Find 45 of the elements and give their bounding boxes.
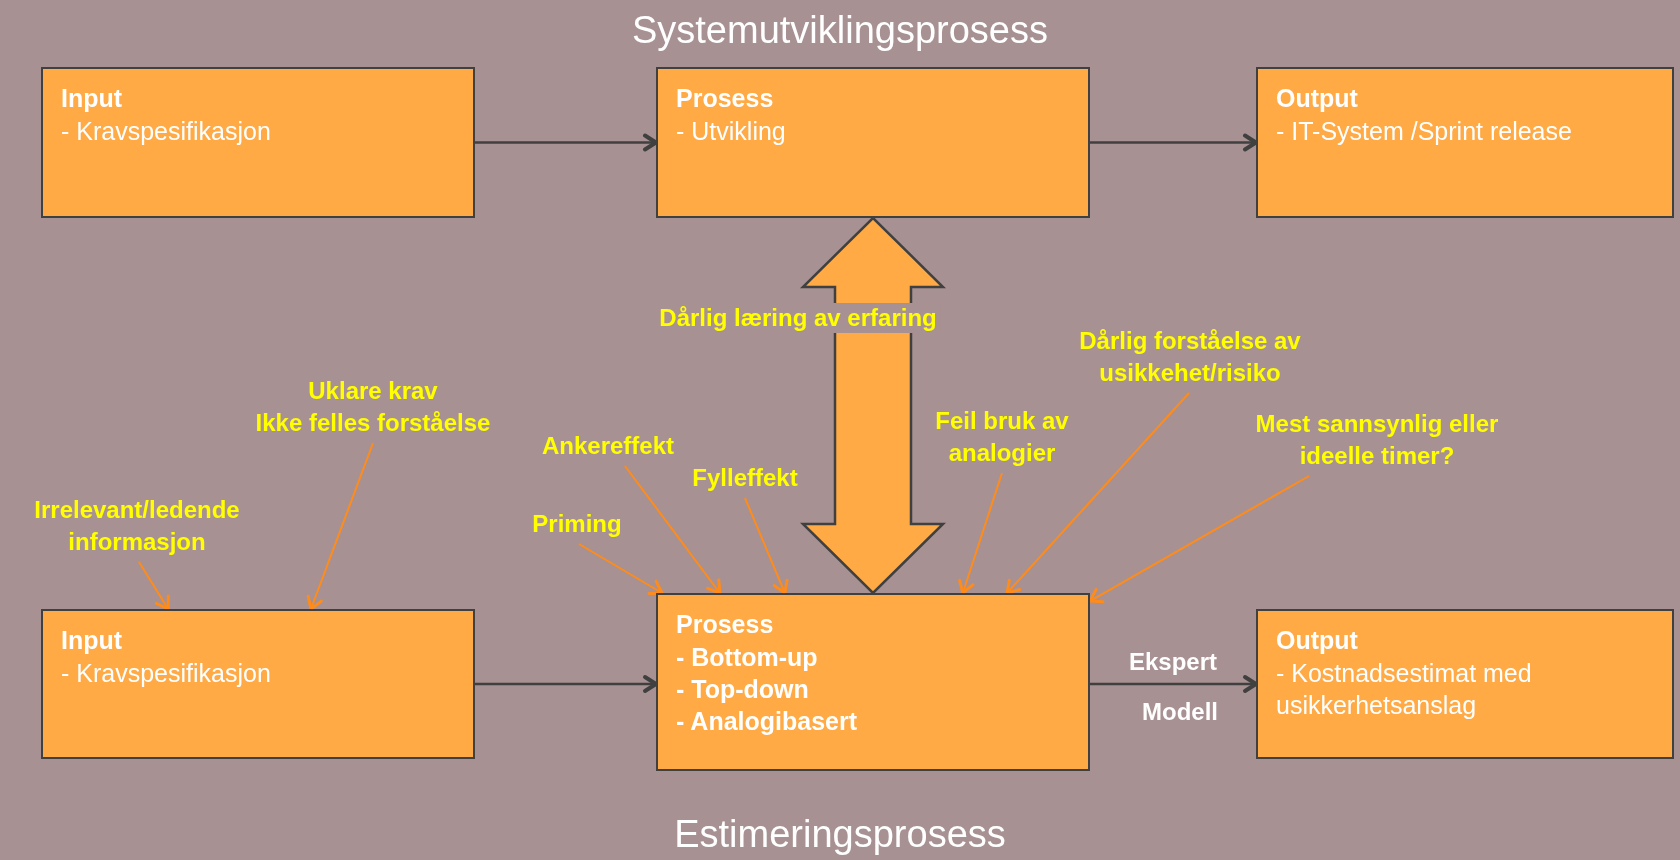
double-arrow [799,216,947,595]
annotation-text: Priming [531,509,623,539]
arrow [475,675,658,693]
arrow [1090,675,1258,693]
box-text: - Kravspesifikasjon [61,116,272,147]
process-box [1256,609,1674,759]
annotation-text: Mest sannsynlig eller ideelle timer? [1254,409,1500,471]
box-heading: Prosess [676,609,775,640]
box-text: - Top-down [676,674,810,705]
text-label: Modell [1142,697,1218,727]
arrow [475,133,658,152]
annotation-text: Irrelevant/ledende informasjon [33,495,241,557]
box-text: - IT-System /Sprint release [1276,116,1573,147]
leader-arrow [578,543,664,595]
process-box [656,593,1090,771]
box-heading: Input [61,625,124,656]
annotation-text: Uklare krav [307,376,439,406]
annotation-text: Dårlig forståelse av usikkehet/risiko [1078,326,1302,388]
annotation-text: Fylleffekt [691,463,799,493]
process-box [656,67,1090,218]
box-text: - Kravspesifikasjon [61,658,272,689]
leader-arrow [306,442,374,611]
process-box [41,67,475,218]
leader-arrow [744,497,789,595]
annotation-text: Ikke felles forståelse [254,408,492,438]
edge-label: Ekspert [1128,647,1218,677]
box-heading: Output [1276,625,1359,656]
annotation-text: Ankereffekt [540,431,675,461]
leader-arrow [1005,392,1190,595]
box-text: - Kostnadsestimat med usikkerhetsanslag [1276,658,1533,721]
box-text: - Analogibasert [676,706,859,737]
annotation-text: Feil bruk av analogier [934,406,1070,468]
diagram-title: Systemutviklingsprosess [631,9,1048,51]
arrow [1090,133,1258,152]
box-text: - Bottom-up [676,642,819,673]
process-box [41,609,475,759]
leader-arrow [958,472,1003,595]
diagram-caption: Estimeringsprosess [674,813,1006,855]
leader-arrow [138,561,170,611]
box-heading: Output [1276,83,1359,114]
box-heading: Prosess [676,83,775,114]
leader-arrow [624,465,722,595]
box-text: - Utvikling [676,116,787,147]
process-box [1256,67,1674,218]
box-heading: Input [61,83,124,114]
